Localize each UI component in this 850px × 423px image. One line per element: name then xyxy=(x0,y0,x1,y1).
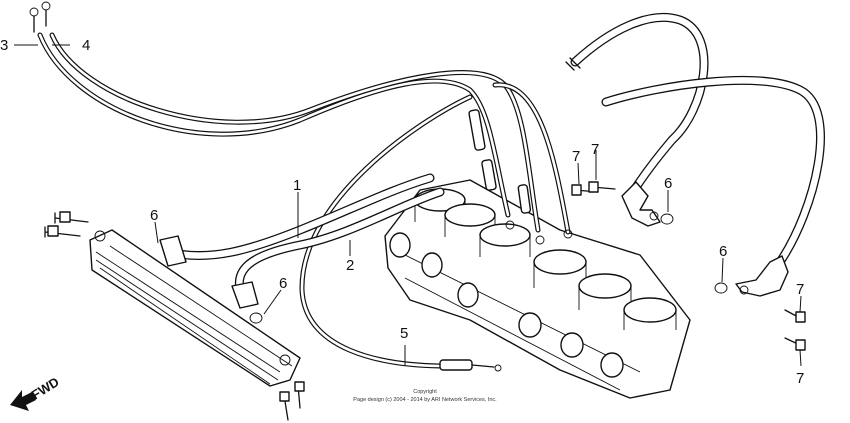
choke-cable xyxy=(299,94,502,372)
callout-6-upper-right: 6 xyxy=(664,175,672,192)
cable-ends-top xyxy=(29,1,51,33)
hose-fitting-elbow-lower xyxy=(735,255,789,297)
oil-hose-right xyxy=(601,75,825,267)
callout-3: 3 xyxy=(0,37,8,54)
carburetor-bowls xyxy=(414,188,677,330)
callout-7-upper-right: 7 xyxy=(591,141,599,158)
forward-arrow-icon xyxy=(10,390,36,411)
copyright-line-2: Page design (c) 2004 - 2014 by ARI Netwo… xyxy=(353,397,497,403)
hose-fitting-elbow-upper xyxy=(621,181,661,227)
copyright-line-1: Copyright xyxy=(413,389,437,395)
oil-hose-upper xyxy=(565,12,709,205)
callout-7-lower-top: 7 xyxy=(796,281,804,298)
forward-direction-indicator: FWD xyxy=(10,374,62,411)
callout-1: 1 xyxy=(293,177,301,194)
callout-4: 4 xyxy=(82,37,90,54)
oil-cooler-hose-1 xyxy=(163,173,435,261)
callout-6-lower-right: 6 xyxy=(719,243,727,260)
bolts-lower-right xyxy=(784,309,806,351)
callout-2: 2 xyxy=(346,257,354,274)
fwd-label: FWD xyxy=(29,374,62,402)
bolts-left xyxy=(44,211,89,238)
oil-cooler xyxy=(89,229,301,387)
callout-labels: 3 4 1 2 5 6 6 6 6 7 7 7 7 xyxy=(0,37,804,387)
cylinder-head-assembly xyxy=(384,179,691,399)
intake-ports xyxy=(389,232,624,378)
callout-5: 5 xyxy=(400,325,408,342)
o-rings xyxy=(660,213,728,294)
callout-6-oil-cooler-right: 6 xyxy=(279,275,287,292)
leader-lines xyxy=(14,44,802,367)
oil-cooler-hose-2 xyxy=(234,187,445,301)
callout-7-upper-left: 7 xyxy=(572,148,580,165)
callout-6-oil-cooler-left: 6 xyxy=(150,207,158,224)
callout-7-lower-bottom: 7 xyxy=(796,370,804,387)
cable-bundle xyxy=(37,32,573,245)
bolts-upper-right xyxy=(571,181,616,196)
bolts-bottom xyxy=(279,381,305,421)
copyright-notice: Copyright Page design (c) 2004 - 2014 by… xyxy=(353,389,497,403)
cable-adjusters xyxy=(468,109,573,245)
